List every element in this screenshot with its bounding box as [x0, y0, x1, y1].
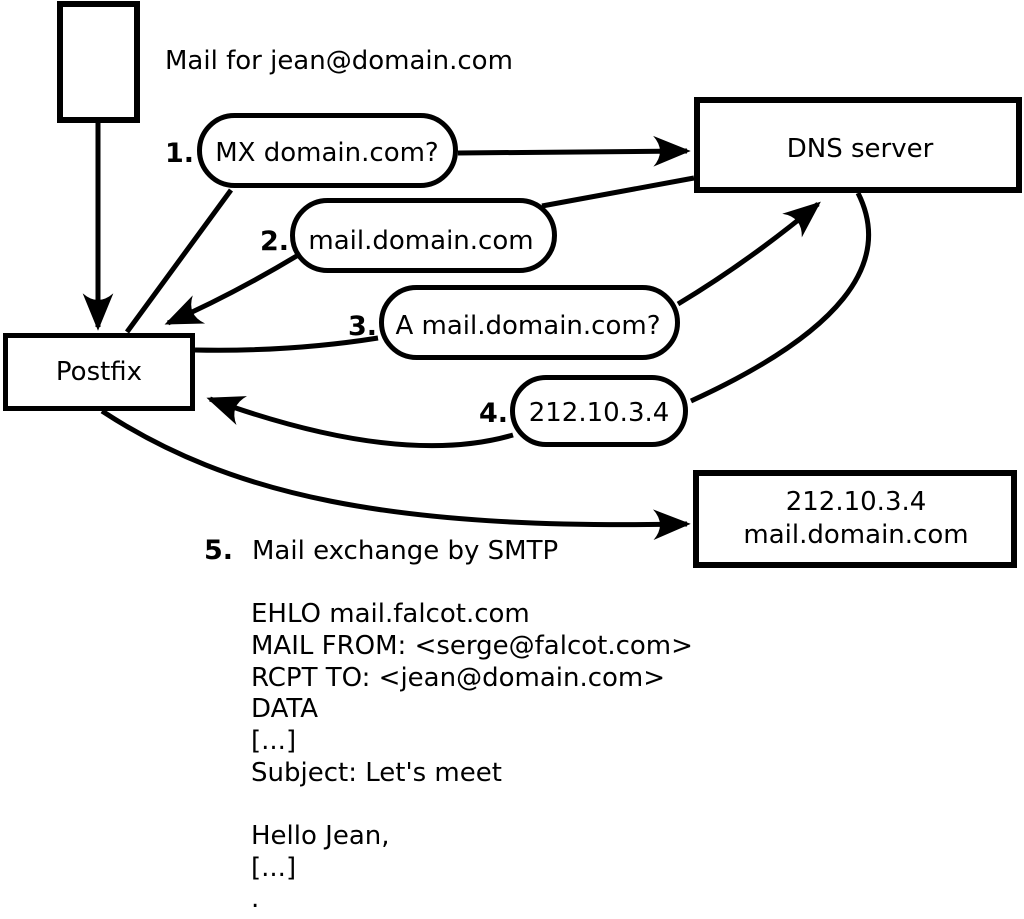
- mail-host-name-label: mail.domain.com: [743, 520, 968, 550]
- step2-mx-answer-pill: [290, 198, 557, 273]
- smtp-line: Subject: Let's meet: [251, 758, 502, 788]
- line-dns-to-mx-answer: [541, 175, 695, 209]
- dns-server-label: DNS server: [787, 134, 934, 164]
- step4-label: 212.10.3.4: [529, 398, 670, 428]
- line-postfix-to-mx-query: [124, 188, 234, 334]
- smtp-line: MAIL FROM: <serge@falcot.com>: [251, 631, 693, 661]
- step1-label: MX domain.com?: [215, 138, 438, 168]
- step5-number: 5.: [204, 535, 233, 566]
- postfix-box: [3, 333, 195, 411]
- arrow-smtp-exchange: [100, 408, 691, 541]
- step2-label: mail.domain.com: [308, 226, 533, 256]
- arrow-mx-query-to-dns: [457, 135, 691, 167]
- step1-mx-query-pill: [197, 113, 458, 188]
- arrow-mx-answer-to-postfix: [164, 251, 302, 326]
- line-postfix-to-a-query: [194, 335, 379, 353]
- step3-a-query-pill: [379, 285, 680, 360]
- step1-number: 1.: [165, 138, 194, 169]
- dns-server-box: [694, 97, 1022, 193]
- smtp-line: [...]: [251, 853, 296, 883]
- postfix-label: Postfix: [56, 357, 142, 387]
- smtp-line: Hello Jean,: [251, 821, 390, 851]
- smtp-line: [...]: [251, 726, 296, 756]
- step4-a-answer-pill: [510, 375, 688, 447]
- step5-label: Mail exchange by SMTP: [252, 536, 558, 566]
- smtp-transcript: EHLO mail.falcot.com MAIL FROM: <serge@f…: [251, 599, 693, 914]
- mail-for-caption: Mail for jean@domain.com: [165, 46, 513, 76]
- mail-host-ip-label: 212.10.3.4: [786, 487, 927, 517]
- arrow-a-answer-to-postfix: [206, 396, 514, 449]
- message-envelope: [57, 1, 140, 123]
- step3-label: A mail.domain.com?: [396, 311, 661, 341]
- mail-host-box: [693, 470, 1017, 568]
- smtp-line: DATA: [251, 694, 318, 724]
- smtp-line: .: [251, 884, 259, 914]
- smtp-line: RCPT TO: <jean@domain.com>: [251, 663, 665, 693]
- step2-number: 2.: [260, 226, 289, 257]
- step4-number: 4.: [479, 398, 508, 429]
- arrow-a-query-to-dns: [676, 201, 821, 307]
- smtp-line: EHLO mail.falcot.com: [251, 599, 530, 629]
- step3-number: 3.: [348, 311, 377, 342]
- line-dns-to-a-answer: [689, 191, 872, 404]
